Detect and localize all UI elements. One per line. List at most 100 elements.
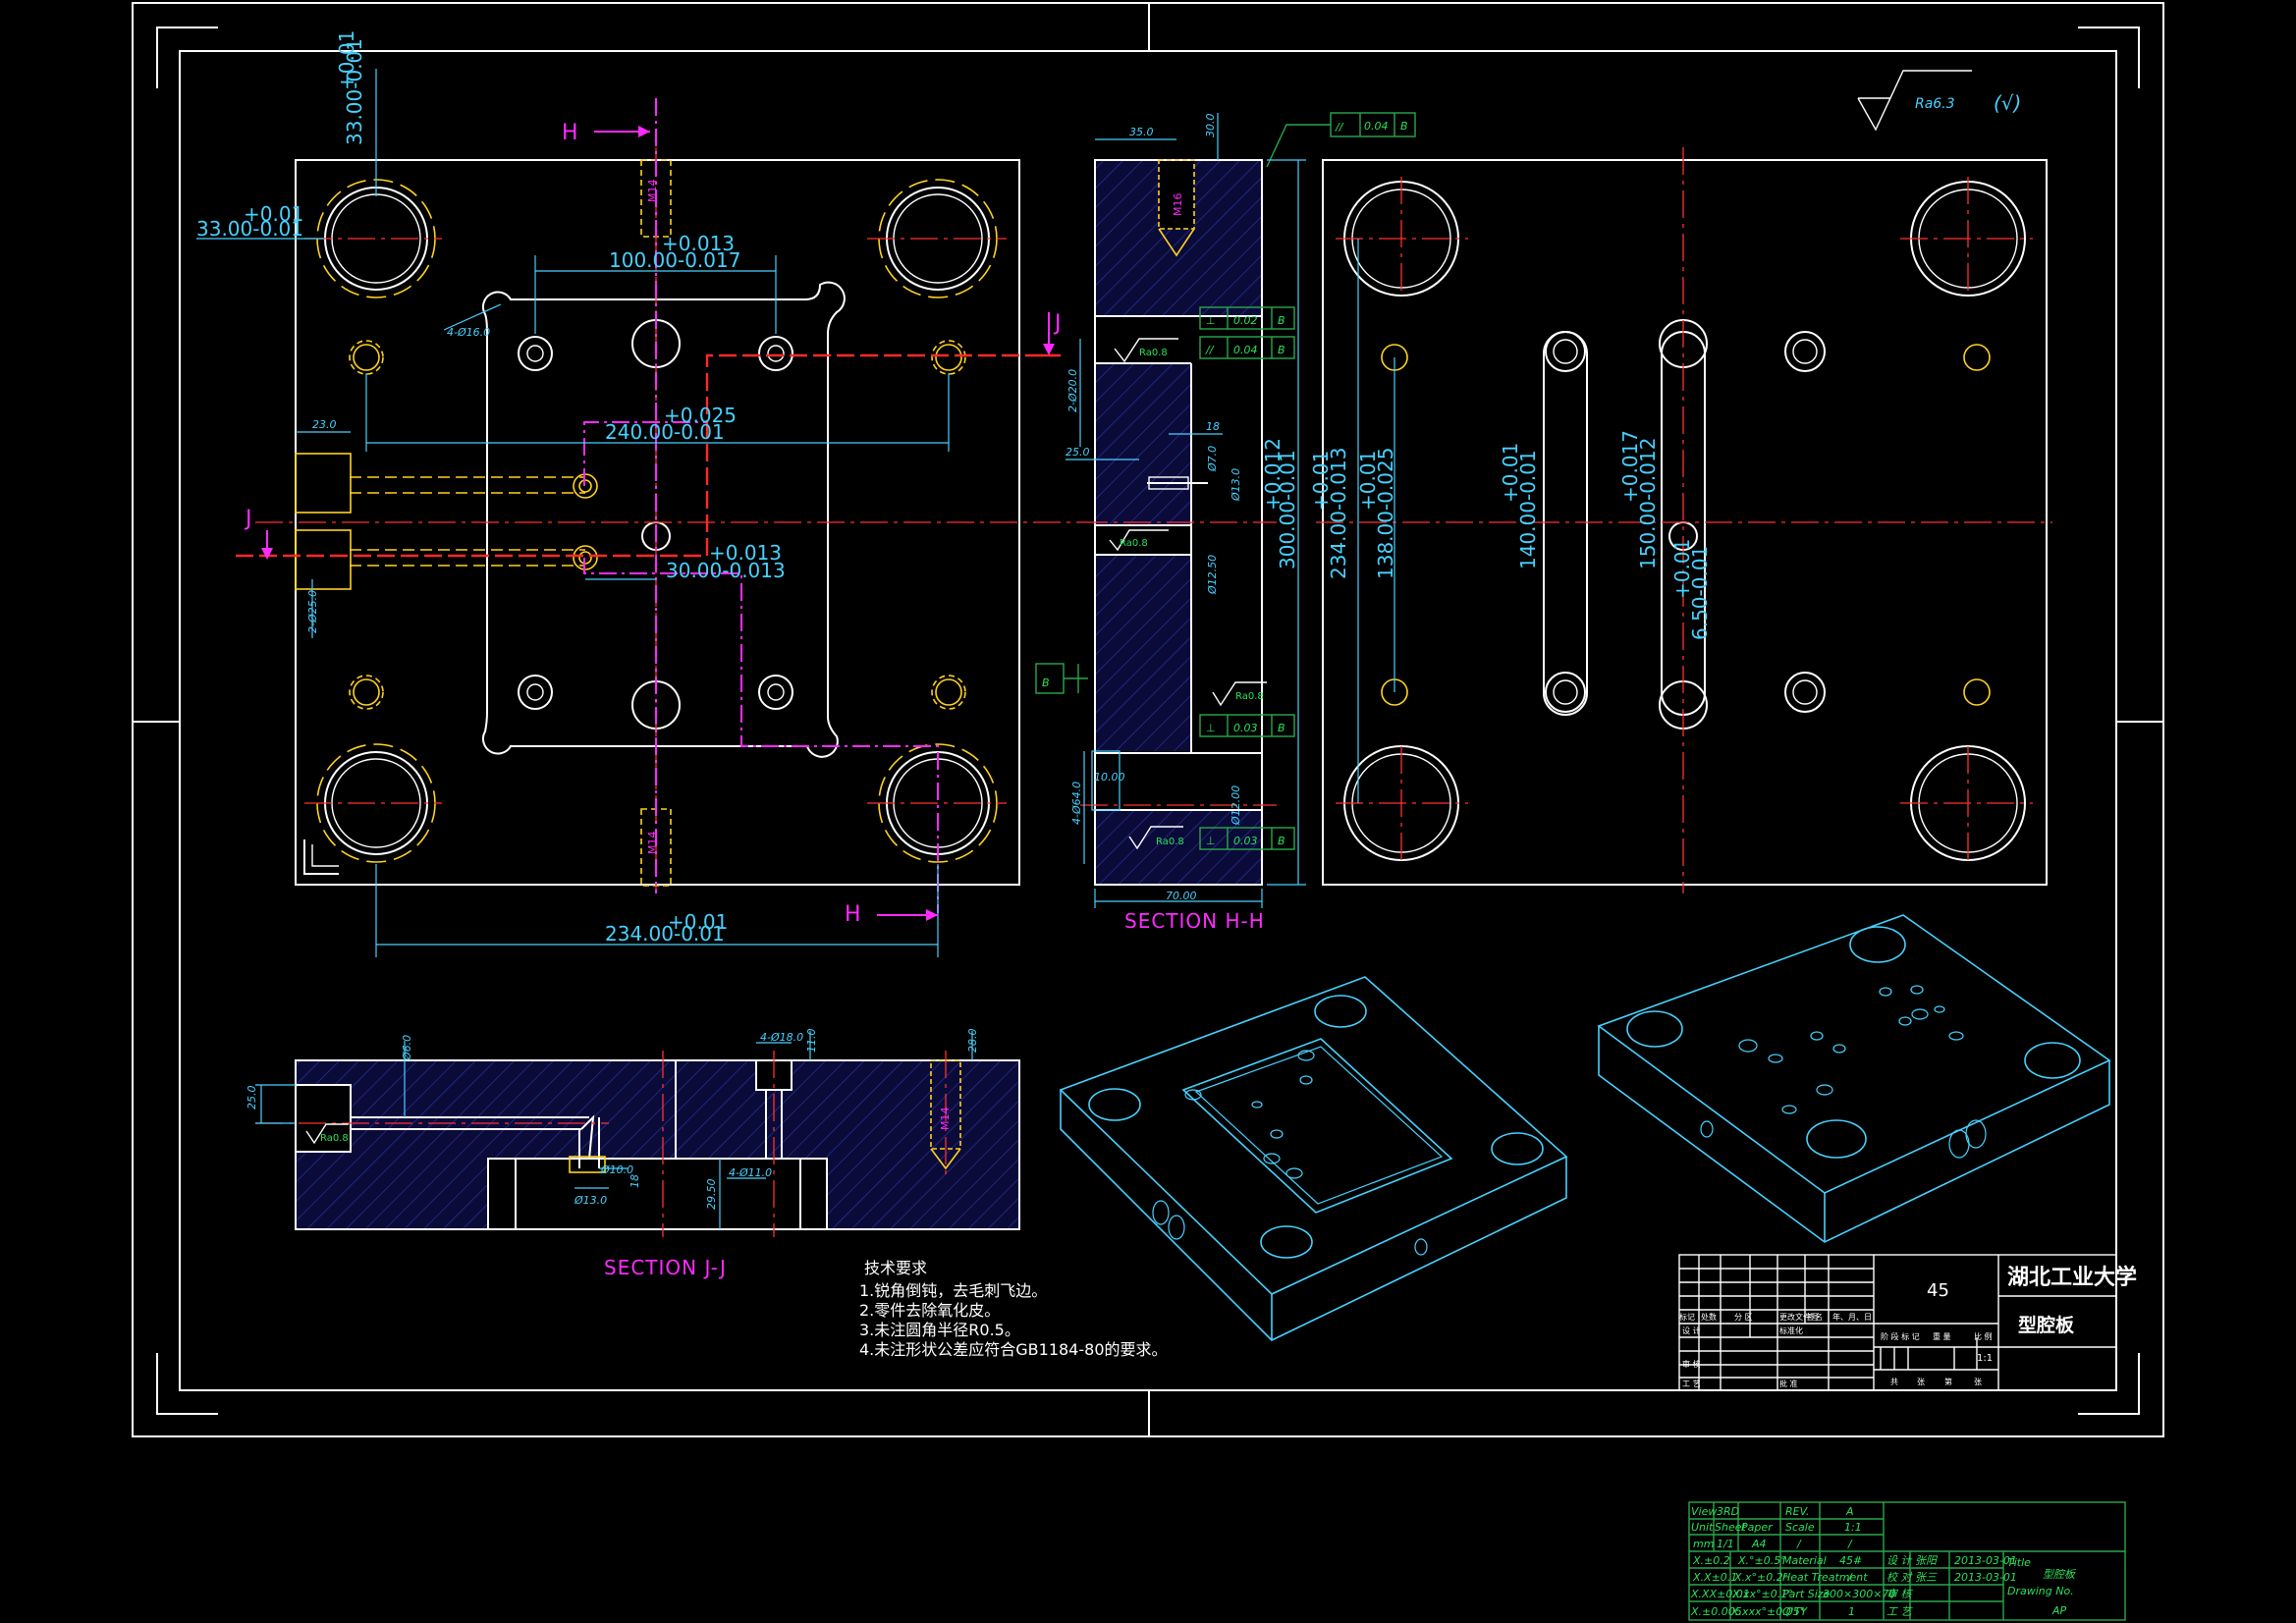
hh-ra-4: Ra0.8 <box>1156 837 1184 847</box>
tech-requirements: 技术要求 1.锐角倒钝，去毛刺飞边。 2.零件去除氧化皮。 3.未注圆角半径R0… <box>859 1259 1168 1359</box>
info-block: View 3RD REV. A Unit Sheet Paper Scale 1… <box>1688 1501 2126 1621</box>
hh-dim-35: 35.0 <box>1129 126 1154 138</box>
jj-dim-25: 25.0 <box>246 1086 258 1110</box>
info-drawing-label: Drawing No. <box>2007 1585 2074 1597</box>
info-title-value: 型腔板 <box>2043 1568 2077 1581</box>
tb-university: 湖北工业大学 <box>2007 1265 2137 1290</box>
info-view-label: View <box>1691 1505 1717 1518</box>
back-dim-138-tol: +0.01 <box>1356 451 1380 511</box>
info-paper-value: A4 <box>1751 1538 1767 1550</box>
info-slash2: / <box>1847 1538 1853 1550</box>
info-scale-value: 1:1 <box>1844 1521 1862 1534</box>
dim-33-h: 33.00-0.01 <box>196 217 303 241</box>
info-paper-label: Paper <box>1741 1521 1774 1534</box>
hh-dim-12-0: Ø12.00 <box>1230 785 1242 826</box>
info-date1: 2013-03-01 <box>1954 1554 2017 1567</box>
info-unit-label: Unit <box>1691 1521 1714 1534</box>
dim-100-tol: +0.013 <box>662 232 735 255</box>
back-dim-140: 140.00-0.01 <box>1516 450 1540 569</box>
tb-row-label-3: 分 区 <box>1734 1313 1753 1322</box>
hh-dim-10: 10.00 <box>1094 771 1125 784</box>
info-check-name: 张三 <box>1915 1571 1938 1584</box>
gdt-perp2-sym: ⊥ <box>1206 722 1216 734</box>
hh-ra-3: Ra0.8 <box>1235 691 1264 702</box>
outer-frame <box>132 2 2164 1437</box>
tb-row-label-1: 标记 <box>1679 1312 1695 1322</box>
tb-standard-label: 标准化 <box>1779 1325 1803 1335</box>
jj-dim-11: 11.0 <box>805 1029 818 1054</box>
hh-dim-18: 18 <box>1206 420 1220 433</box>
gdt-top-datum: B <box>1400 120 1408 133</box>
tech-item-2: 2.零件去除氧化皮。 <box>859 1301 1000 1320</box>
gdt-perp2-val: 0.03 <box>1233 722 1258 734</box>
dim-234-tol: +0.01 <box>668 910 728 934</box>
hh-ra-1: Ra0.8 <box>1139 348 1168 358</box>
info-rev-label: REV. <box>1785 1505 1809 1518</box>
info-sheet-label: Sheet <box>1715 1521 1746 1534</box>
info-material-label: Material <box>1782 1554 1827 1567</box>
hh-ra-2: Ra0.8 <box>1120 538 1148 549</box>
m14-top-label: M14 <box>646 180 659 203</box>
jj-dim-6: Ø6.0 <box>401 1035 413 1061</box>
tb-stage: 阶 段 标 记 <box>1881 1331 1920 1341</box>
hh-dim-13: Ø13.0 <box>1230 468 1242 502</box>
dim-23: 23.0 <box>312 418 337 431</box>
back-dim-138: 138.00-0.025 <box>1374 448 1397 579</box>
info-qty-label: Q'TY <box>1782 1605 1808 1618</box>
info-qty-value: 1 <box>1848 1605 1855 1618</box>
info-material-value: 45# <box>1839 1554 1862 1567</box>
dim-240-tol: +0.025 <box>664 404 737 427</box>
back-view <box>1316 147 2052 893</box>
tb-review-label: 审 核 <box>1682 1359 1701 1369</box>
j-marker-right: J <box>1053 311 1062 336</box>
section-jj-title: SECTION J-J <box>604 1256 727 1279</box>
hh-dim-30: 30.0 <box>1204 114 1217 138</box>
hh-dim-2-20: 2-Ø20.0 <box>1066 369 1079 412</box>
front-dimensions: 33.00-0.01 +0.01 33.00-0.01 +0.01 100.00… <box>196 30 1062 957</box>
tb-material: 45 <box>1927 1280 1949 1301</box>
h-marker-top: H <box>562 121 578 145</box>
j-marker-left: J <box>244 507 252 531</box>
back-dimensions: 234.00-0.013 +0.01 138.00-0.025 +0.01 14… <box>1309 70 2021 803</box>
hh-dim-25: 25.0 <box>1066 446 1090 459</box>
roughness-note: (√) <box>1994 91 2021 115</box>
tb-sheet-1: 共 <box>1890 1378 1898 1386</box>
front-view: M14 M14 <box>236 98 1080 913</box>
info-title-label: Title <box>2007 1556 2031 1569</box>
back-dim-6-tol: +0.01 <box>1670 539 1694 599</box>
section-hh-dimensions: 35.0 30.0 // 0.04 B ⊥ 0.02 B // 0.04 B ⊥… <box>1035 112 1416 933</box>
m14-bottom-label: M14 <box>646 832 659 855</box>
dim-30-tol: +0.013 <box>709 541 782 565</box>
tech-item-1: 1.锐角倒钝，去毛刺飞边。 <box>859 1281 1047 1300</box>
tech-title: 技术要求 <box>864 1259 927 1277</box>
tb-part-name: 型腔板 <box>2018 1314 2075 1336</box>
back-dim-140-tol: +0.01 <box>1499 443 1522 503</box>
tb-ratio: 比 例 <box>1974 1331 1993 1341</box>
tb-approve-label: 批 准 <box>1779 1379 1798 1388</box>
gdt-par2-sym: // <box>1205 344 1215 356</box>
info-approve-label: 审 核 <box>1886 1588 1913 1600</box>
jj-dim-29-5: 29.50 <box>705 1179 718 1211</box>
info-ang4: X.xxx°±0.05° <box>1730 1605 1805 1618</box>
tb-row-label-4: 更改文件号 <box>1779 1312 1819 1322</box>
info-ang1: X.°±0.5° <box>1737 1554 1786 1567</box>
info-sheet-value: 1/1 <box>1717 1538 1734 1550</box>
back-dim-234: 234.00-0.013 <box>1327 448 1350 579</box>
back-dim-150-tol: +0.017 <box>1618 430 1642 503</box>
section-hh: M16 <box>1080 159 1277 886</box>
gdt-top-sym: // <box>1335 121 1344 134</box>
info-mm: mm <box>1693 1538 1714 1550</box>
gdt-par2-datum: B <box>1278 344 1285 356</box>
hh-dim-300: 300.00-0.01 <box>1276 450 1299 569</box>
gdt-perp3-val: 0.03 <box>1233 835 1258 847</box>
dim-234: 234.00-0.01 <box>605 922 725 946</box>
info-tol4: X.±0.005 <box>1690 1605 1742 1618</box>
gdt-perp3-datum: B <box>1278 835 1285 847</box>
gdt-perp2-datum: B <box>1278 722 1285 734</box>
gdt-perp1-sym: ⊥ <box>1206 314 1216 327</box>
back-dim-6: 6.50-0.01 <box>1688 546 1712 640</box>
jj-dim-4-11: 4-Ø11.0 <box>729 1166 772 1179</box>
tb-row-label-5: 签名 <box>1807 1312 1823 1322</box>
dim-240: 240.00-0.01 <box>605 420 725 444</box>
jj-m14: M14 <box>939 1108 952 1131</box>
